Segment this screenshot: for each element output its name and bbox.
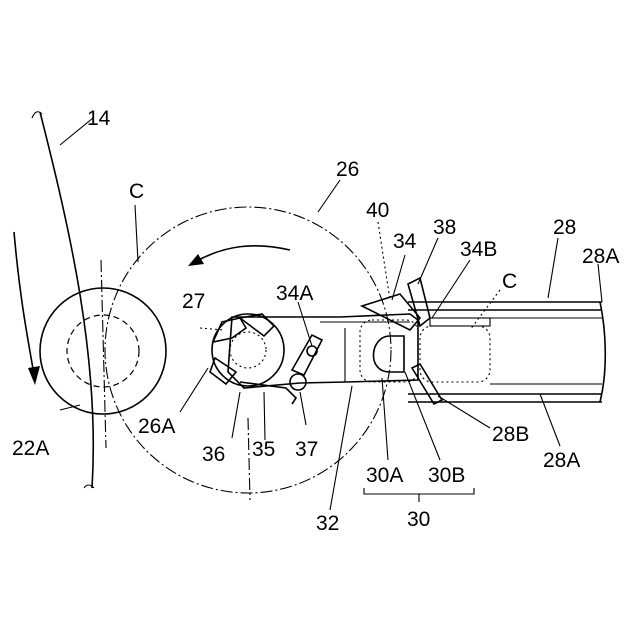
label-36: 36 [202, 443, 225, 466]
leader-34A [298, 302, 312, 346]
label-28: 28 [553, 216, 576, 239]
leader-35 [264, 392, 265, 440]
label-37: 37 [295, 438, 318, 461]
label-C-right: C [502, 270, 517, 293]
label-40: 40 [366, 199, 389, 222]
work-C-right [420, 326, 490, 382]
rotation-arrow-left-head [28, 366, 40, 385]
gripper-30A [373, 336, 404, 372]
leader-40 [378, 222, 390, 300]
leader-26 [318, 180, 340, 212]
leader-36 [232, 392, 240, 438]
label-34A: 34A [276, 282, 313, 305]
label-30A: 30A [366, 464, 403, 487]
label-C-left: C [129, 180, 144, 203]
label-35: 35 [252, 438, 275, 461]
leader-27 [200, 328, 224, 330]
rotation-arrow-top-head [188, 254, 204, 266]
leader-C-left [135, 205, 138, 262]
leader-28B [438, 396, 490, 428]
jaw-left [213, 318, 246, 342]
label-27: 27 [182, 290, 205, 313]
leader-37 [300, 392, 306, 425]
label-14: 14 [87, 107, 111, 130]
brace-30 [364, 488, 474, 502]
link-34A [292, 335, 322, 375]
label-22A: 22A [12, 437, 49, 460]
leader-26A [180, 368, 208, 412]
label-26A: 26A [138, 415, 175, 438]
label-30: 30 [407, 508, 430, 531]
label-28A-bottom: 28A [543, 449, 580, 472]
holder-34B [430, 318, 490, 326]
label-32: 32 [316, 512, 339, 535]
arm-32 [228, 314, 418, 388]
pin-37 [290, 374, 306, 390]
label-38: 38 [433, 216, 456, 239]
label-26: 26 [336, 158, 359, 181]
label-30B: 30B [428, 464, 465, 487]
label-28B: 28B [492, 423, 529, 446]
leader-32 [330, 386, 352, 510]
rotation-arrow-left [14, 232, 35, 380]
label-28A-top: 28A [582, 245, 619, 268]
part-28B [412, 364, 442, 404]
label-34B: 34B [460, 238, 497, 261]
arm-34 [362, 294, 420, 330]
rotation-arrow-top [195, 246, 290, 262]
leader-38 [418, 238, 438, 284]
gear-26A-inner [230, 332, 266, 368]
leader-34 [392, 255, 405, 300]
axis-26 [248, 418, 250, 500]
leader-28 [548, 238, 558, 298]
orbit-26 [105, 207, 391, 493]
jaw-bottom [210, 358, 236, 384]
leader-28A-top [598, 264, 602, 302]
rail-28-right [600, 302, 605, 402]
label-34: 34 [393, 230, 417, 253]
